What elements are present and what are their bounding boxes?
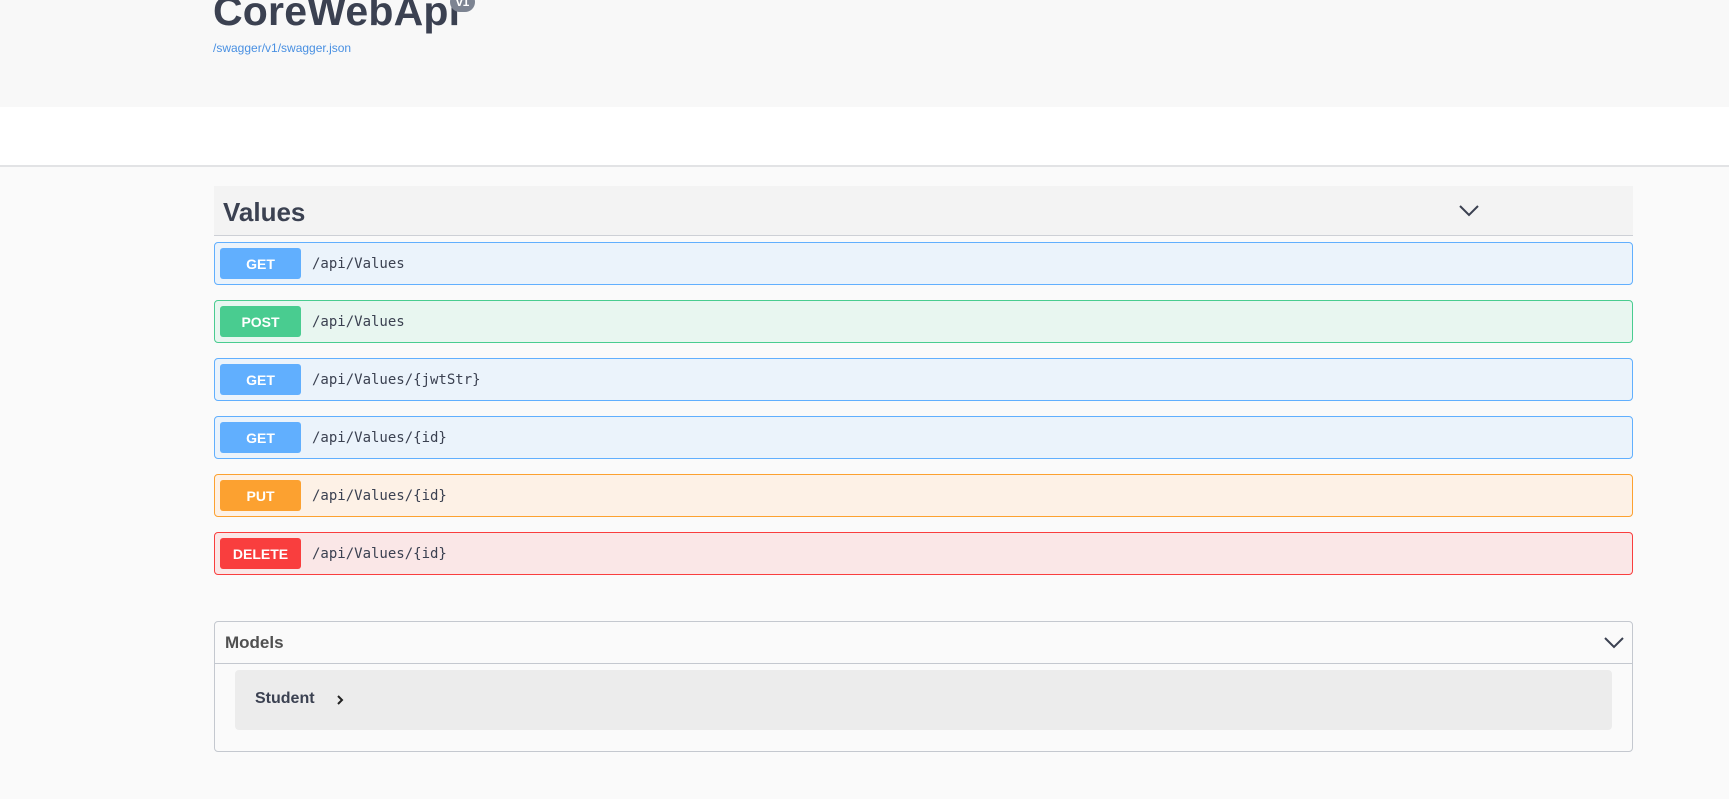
operation-get-values[interactable]: GET /api/Values: [214, 242, 1633, 285]
operation-path: /api/Values: [312, 313, 405, 330]
operation-put-values-id[interactable]: PUT /api/Values/{id}: [214, 474, 1633, 517]
method-badge: GET: [220, 364, 301, 395]
operations-list: GET /api/Values POST /api/Values GET /ap…: [214, 242, 1633, 590]
operation-path: /api/Values/{id}: [312, 487, 447, 504]
operation-path: /api/Values/{id}: [312, 545, 447, 562]
api-info-header: CoreWebApi v1 /swagger/v1/swagger.json: [0, 0, 1729, 107]
method-badge: GET: [220, 422, 301, 453]
models-title: Models: [225, 633, 284, 652]
method-badge: POST: [220, 306, 301, 337]
method-badge: DELETE: [220, 538, 301, 569]
swagger-json-link[interactable]: /swagger/v1/swagger.json: [213, 41, 352, 55]
method-badge: PUT: [220, 480, 301, 511]
operation-delete-values-id[interactable]: DELETE /api/Values/{id}: [214, 532, 1633, 575]
model-name: Student: [255, 690, 315, 707]
models-section: Models Student: [214, 621, 1633, 752]
chevron-down-icon[interactable]: [1603, 636, 1625, 650]
tag-section-values[interactable]: Values: [214, 186, 1633, 236]
model-item-student[interactable]: Student: [235, 670, 1612, 730]
version-badge: v1: [450, 0, 476, 12]
operation-get-values-jwtstr[interactable]: GET /api/Values/{jwtStr}: [214, 358, 1633, 401]
operation-get-values-id[interactable]: GET /api/Values/{id}: [214, 416, 1633, 459]
operation-path: /api/Values: [312, 255, 405, 272]
content-divider-band: [0, 107, 1729, 167]
tag-title: Values: [223, 197, 306, 227]
operation-path: /api/Values/{jwtStr}: [312, 371, 481, 388]
models-header[interactable]: Models: [215, 622, 1632, 664]
method-badge: GET: [220, 248, 301, 279]
chevron-right-icon[interactable]: [335, 694, 345, 706]
operation-post-values[interactable]: POST /api/Values: [214, 300, 1633, 343]
chevron-down-icon[interactable]: [1458, 204, 1480, 218]
api-title: CoreWebApi: [213, 0, 461, 34]
operation-path: /api/Values/{id}: [312, 429, 447, 446]
